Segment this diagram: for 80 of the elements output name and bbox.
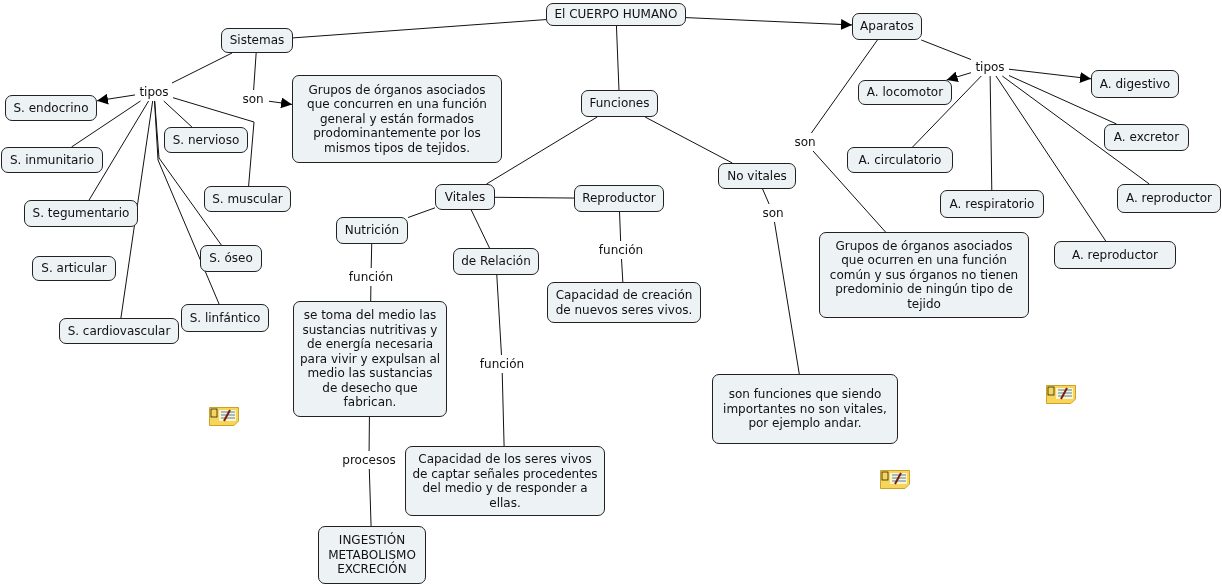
connector-line	[88, 100, 150, 201]
concept-box: A. excretor	[1104, 124, 1189, 151]
concept-box: A. digestivo	[1091, 70, 1179, 98]
connector-line	[407, 207, 436, 219]
connector-line	[619, 211, 622, 242]
connector-line	[486, 116, 598, 185]
connector-line	[368, 416, 370, 452]
connector-line	[292, 19, 547, 39]
arrow	[946, 71, 972, 83]
concept-box: A. respiratorio	[940, 190, 1044, 218]
concept-box: El CUERPO HUMANO	[546, 3, 686, 26]
connector-line	[496, 274, 502, 356]
concept-box: S. cardiovascular	[59, 318, 179, 344]
concept-box: se toma del medio las sustancias nutritivas y de energía necesaria para vivir y expulsan al medio las sustancias de desecho que fabrican.	[293, 301, 447, 417]
connector-line	[120, 100, 154, 319]
linking-phrase: función	[594, 242, 648, 258]
concept-box: S. muscular	[204, 186, 291, 212]
arrow	[685, 17, 853, 30]
concept-box: Grupos de órganos asociados que concurren en una función general y están formados prodominantemente por los mismos tipos de tejidos.	[292, 75, 502, 163]
linking-phrase: función	[475, 356, 529, 372]
connector-line	[171, 52, 233, 84]
connector-line	[1008, 75, 1118, 125]
connector-line	[253, 52, 257, 91]
concept-box: Capacidad de creación de nuevos seres vivos.	[547, 282, 701, 323]
connector-line	[470, 209, 490, 249]
concept-box: Reproductor	[574, 185, 664, 212]
connector-line	[368, 468, 372, 527]
concept-box: Funciones	[581, 90, 658, 117]
connector-line	[989, 75, 993, 191]
arrow	[96, 93, 136, 105]
linking-phrase: tipos	[136, 84, 172, 100]
concept-box: A. locomotor	[858, 80, 952, 105]
connector-line	[762, 188, 770, 205]
arrow	[1008, 68, 1092, 83]
linking-phrase: función	[344, 269, 398, 285]
connector-line	[920, 39, 972, 61]
connector-line	[810, 39, 878, 134]
arrow	[268, 97, 293, 109]
concept-box: Capacidad de los seres vivos de captar señales procedentes del medio y de responder a ellas.	[405, 446, 605, 516]
concept-box: A. circulatorio	[847, 147, 953, 173]
linking-phrase: son	[758, 205, 788, 221]
connector-line	[912, 75, 982, 148]
concept-box: de Relación	[453, 248, 539, 275]
concept-box: Aparatos	[852, 13, 922, 40]
concept-box: Vitales	[435, 184, 495, 210]
linking-phrase: son	[790, 134, 820, 150]
concept-box: S. tegumentario	[24, 200, 138, 227]
connector-line	[370, 285, 372, 302]
concept-box: A. reproductor	[1117, 184, 1221, 213]
concept-box: S. endocrino	[5, 95, 97, 121]
concept-box: S. articular	[32, 256, 116, 281]
connector-line	[163, 100, 193, 128]
connector-line	[494, 196, 575, 199]
connector-line	[644, 116, 733, 164]
connector-line	[71, 100, 141, 148]
concept-box: S. inmunitario	[1, 147, 103, 173]
connector-line	[370, 243, 373, 269]
linking-phrase: son	[238, 91, 268, 107]
concept-box: INGESTIÓN METABOLISMO EXCRECIÓN	[318, 526, 426, 584]
connector-line	[154, 100, 222, 246]
connector-line	[1001, 75, 1150, 185]
connector-line	[615, 25, 620, 91]
connector-line	[621, 258, 624, 283]
concept-box: S. óseo	[200, 245, 262, 272]
connector-line	[773, 221, 800, 375]
linking-phrase: procesos	[337, 452, 401, 468]
concept-box: S. linfántico	[181, 304, 269, 332]
concept-box: son funciones que siendo importantes no son vitales, por ejemplo andar.	[712, 374, 898, 444]
concept-box: No vitales	[718, 163, 796, 189]
concept-box: A. reproductor	[1054, 241, 1176, 269]
concept-box: S. nervioso	[164, 127, 248, 153]
concept-box: Grupos de órganos asociados que ocurren en una función común y sus órganos no tienen predominio de ningún tipo de tejido	[819, 232, 1029, 318]
connector-line	[501, 372, 505, 447]
connector-line	[995, 75, 1107, 242]
linking-phrase: tipos	[972, 59, 1008, 75]
concept-box: Nutrición	[336, 217, 408, 244]
concept-box: Sistemas	[221, 28, 293, 53]
connector-line	[154, 100, 220, 305]
connector-line	[172, 97, 255, 187]
connector-line	[812, 150, 887, 233]
